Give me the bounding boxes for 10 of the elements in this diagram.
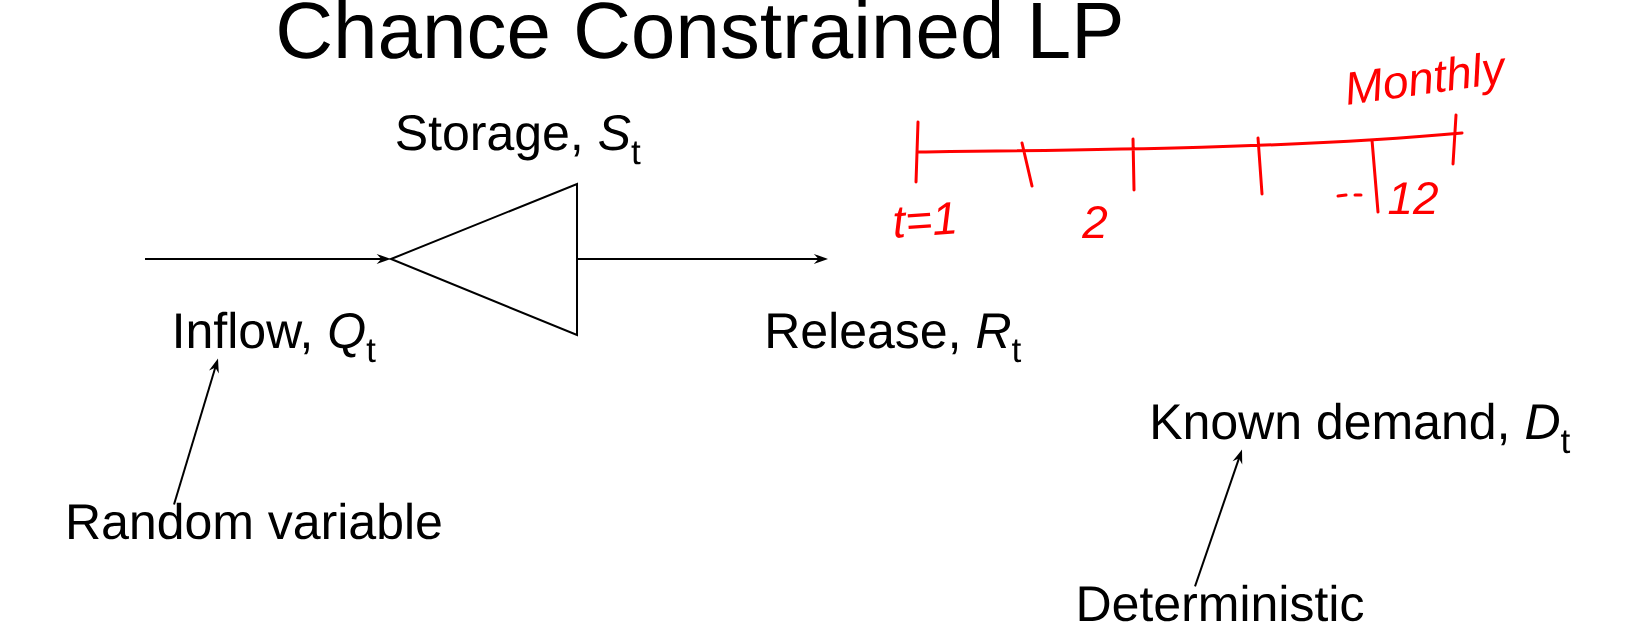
text-label: Known demand, D$_{t}$ bbox=[1153, 402, 1571, 454]
edge-label: Release, R$_{t}$ bbox=[768, 311, 1022, 363]
text-label: Random variable bbox=[69, 502, 441, 540]
handwritten-label: 2 bbox=[1081, 205, 1108, 239]
title: Chance Constrained LP bbox=[279, 0, 1121, 59]
handwritten-label: Monthly bbox=[1348, 52, 1506, 105]
text-label: Deterministic bbox=[1079, 584, 1364, 622]
text-label: Inflow, Q$_{t}$ bbox=[176, 311, 376, 363]
handwritten-label: t=1 bbox=[894, 202, 955, 238]
handwritten-label: 12 bbox=[1388, 181, 1438, 215]
